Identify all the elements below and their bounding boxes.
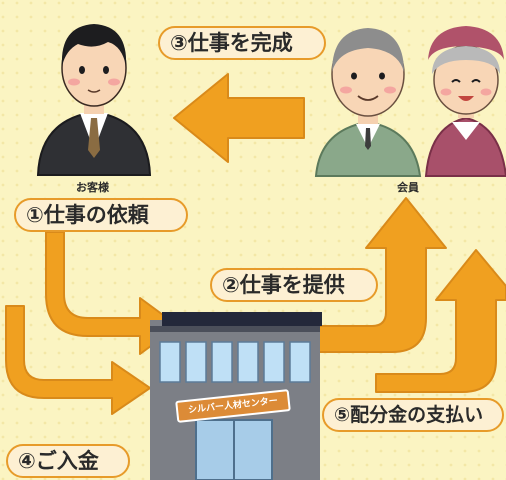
customer-illustration <box>36 24 152 176</box>
step-1-request-work-label: ①仕事の依頼 <box>14 198 188 232</box>
customer-caption: お客様 <box>76 181 109 194</box>
arrow-complete-work <box>173 73 305 163</box>
member-man-illustration <box>314 28 422 177</box>
step-5-distribution-label: ⑤配分金の支払い <box>322 398 504 432</box>
step-2-provide-work-label: ②仕事を提供 <box>210 268 378 302</box>
step-4-payment-label: ④ご入金 <box>6 444 130 478</box>
member-woman-illustration <box>424 26 506 177</box>
step-3-complete-work-label: ③仕事を完成 <box>158 26 326 60</box>
arrow-provide-work <box>299 197 447 353</box>
member-caption: 会員 <box>397 181 419 194</box>
arrow-distribution <box>375 249 506 393</box>
